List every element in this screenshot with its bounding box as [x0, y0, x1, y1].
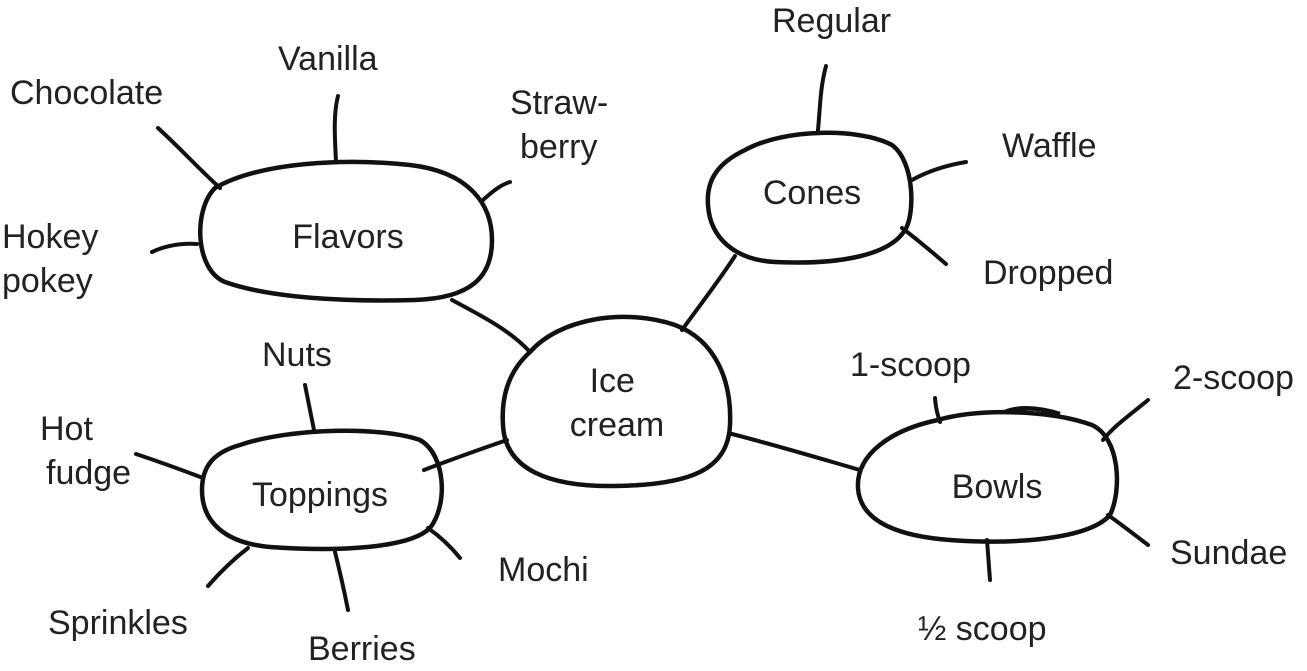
- center-node-outline: [500, 314, 733, 489]
- leaf-1-scoop: 1-scoop: [850, 346, 971, 384]
- connector-toppings-mochi: [426, 526, 462, 560]
- leaf-waffle: Waffle: [1002, 127, 1096, 165]
- leaf-sundae: Sundae: [1170, 534, 1287, 572]
- connector-center-cones: [680, 254, 737, 332]
- leaf-hot-fudge-line-2: fudge: [46, 454, 131, 492]
- leaf-hokey-pokey-line-2: pokey: [2, 262, 93, 300]
- center-node: Ice cream: [500, 314, 733, 489]
- bowls-node-rim: [1004, 406, 1061, 417]
- connector-flavors-chocolate: [156, 126, 222, 190]
- connector-center-toppings: [422, 438, 509, 472]
- leaf-strawberry-line-2: berry: [520, 128, 597, 166]
- connector-flavors-vanilla: [332, 94, 340, 164]
- connector-toppings-sprinkles: [206, 546, 250, 588]
- connector-toppings-nuts: [303, 383, 316, 432]
- connector-toppings-berries: [333, 550, 350, 612]
- leaf-strawberry-line-1: Straw-: [510, 84, 608, 122]
- branch-cones: Cones Regular Waffle Dropped: [705, 2, 1113, 292]
- leaf-hot-fudge-line-1: Hot: [40, 410, 93, 448]
- leaf-regular: Regular: [772, 2, 891, 40]
- leaf-berries: Berries: [308, 630, 416, 668]
- leaf-2-scoop: 2-scoop: [1173, 359, 1294, 397]
- toppings-node-label: Toppings: [252, 476, 388, 514]
- connector-cones-waffle: [910, 160, 968, 182]
- connector-center-bowls: [730, 432, 862, 472]
- bowls-node-label: Bowls: [952, 468, 1043, 506]
- leaf-vanilla: Vanilla: [278, 40, 378, 78]
- leaf-strawberry: Straw- berry: [510, 84, 618, 166]
- center-label-line-2: cream: [570, 406, 664, 444]
- leaf-dropped: Dropped: [983, 254, 1113, 292]
- connector-bowls-2-scoop: [1101, 398, 1150, 442]
- center-node-label: Ice cream: [570, 362, 664, 444]
- branch-flavors: Flavors Chocolate Vanilla Straw- berry H…: [2, 40, 618, 303]
- center-connectors: [422, 254, 862, 472]
- connector-flavors-hokey-pokey: [150, 241, 199, 254]
- leaf-chocolate: Chocolate: [10, 74, 163, 112]
- leaf-mochi: Mochi: [498, 551, 589, 589]
- connector-bowls-1-scoop: [933, 396, 942, 424]
- bowls-node-outline: [855, 409, 1120, 544]
- connector-toppings-hot-fudge: [134, 452, 205, 480]
- leaf-hot-fudge: Hot fudge: [40, 410, 131, 492]
- flavors-node-label: Flavors: [292, 218, 403, 256]
- leaf-sprinkles: Sprinkles: [48, 604, 188, 642]
- toppings-node-outline: [199, 428, 445, 552]
- branch-bowls: Bowls 1-scoop 2-scoop Sundae ½ scoop: [850, 346, 1294, 648]
- leaf-hokey-pokey: Hokey pokey: [2, 218, 108, 300]
- connector-cones-dropped: [900, 226, 948, 266]
- branch-toppings: Toppings Nuts Hot fudge Sprinkles Berrie…: [40, 336, 589, 668]
- connector-bowls-sundae: [1106, 513, 1150, 547]
- cones-node-outline: [705, 130, 914, 265]
- cones-node-label: Cones: [763, 174, 861, 212]
- flavors-node-outline: [198, 159, 495, 303]
- leaf-half-scoop: ½ scoop: [918, 610, 1047, 648]
- leaf-nuts: Nuts: [262, 336, 332, 374]
- connector-bowls-half-scoop: [985, 538, 992, 582]
- connector-flavors-strawberry: [481, 180, 512, 202]
- connector-center-flavors: [450, 298, 532, 354]
- connector-cones-regular: [816, 64, 828, 132]
- leaf-hokey-pokey-line-1: Hokey: [2, 218, 98, 256]
- center-label-line-1: Ice: [590, 362, 635, 400]
